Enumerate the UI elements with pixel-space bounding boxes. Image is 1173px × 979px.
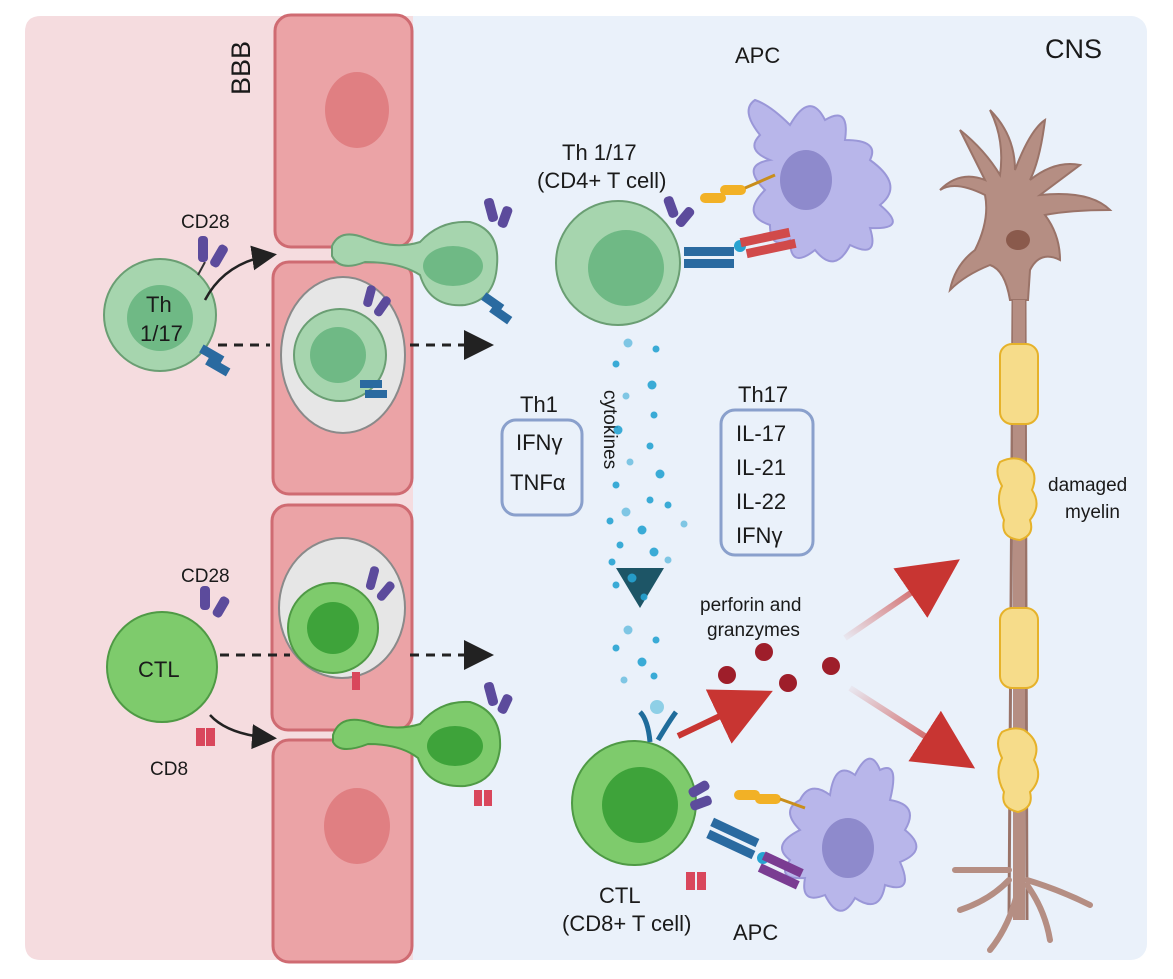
cytokine-dot	[640, 593, 648, 601]
cytokine-dot	[612, 644, 620, 652]
cytokine-dot	[646, 496, 654, 504]
left-th-cell	[103, 236, 231, 377]
ctl-to-perforin-arrow	[676, 689, 773, 744]
th17-item-1: IL-17	[736, 421, 786, 446]
cns-th-nucleus	[588, 230, 664, 306]
th1-cytokine-box	[500, 418, 584, 517]
cytokine-dot	[650, 672, 658, 680]
cns-th-title: Th 1/17	[562, 140, 637, 165]
left-ctl-cell	[106, 586, 230, 746]
damaged-myelin-label-1: damaged	[1048, 475, 1127, 496]
cytokine-dot	[621, 507, 631, 517]
th17-cytokine-box	[719, 408, 815, 557]
vacuole-th-receptors	[360, 285, 391, 398]
cytokine-dot	[612, 581, 620, 589]
cytokine-dot	[647, 380, 657, 390]
cytokine-dot	[616, 541, 624, 549]
cns-th-subtitle: (CD4+ T cell)	[537, 168, 666, 193]
cd28-label-top: CD28	[181, 212, 230, 233]
cytokine-dot	[646, 442, 654, 450]
cytokine-dot	[650, 411, 658, 419]
vacuole-ctl-receptors	[352, 566, 395, 690]
cytokine-dots	[606, 338, 688, 684]
cytokine-dot	[652, 345, 660, 353]
apc-bottom-nucleus	[822, 818, 874, 878]
migrating-ctl-cell	[332, 682, 513, 806]
damaged-myelin-label-2: myelin	[1065, 502, 1120, 523]
th1-item-1: IFNγ	[516, 430, 562, 455]
th17-item-3: IL-22	[736, 489, 786, 514]
th-extravasation-arrow	[203, 245, 277, 301]
cytokine-dot	[613, 425, 623, 435]
cytokine-dot	[620, 676, 628, 684]
cytokine-dot	[652, 636, 660, 644]
cytokine-dot	[664, 556, 672, 564]
th17-item-2: IL-21	[736, 455, 786, 480]
perforin-to-myelin-arrow-1	[843, 559, 960, 641]
perforin-label-line2: granzymes	[707, 620, 800, 641]
apc-label-bottom: APC	[733, 920, 778, 945]
cytokine-dot	[649, 547, 659, 557]
migrating-th-cell	[331, 198, 513, 325]
cytokine-dot	[608, 558, 616, 566]
endothelial-cell-3	[270, 503, 414, 732]
th17-item-4: IFNγ	[736, 523, 782, 548]
cytokines-label: cytokines	[599, 390, 620, 469]
apc-label-top: APC	[735, 43, 780, 68]
cytokine-dot	[622, 392, 630, 400]
cytokine-dot	[606, 517, 614, 525]
ctl-cell-label: CTL	[138, 657, 180, 682]
th1-item-2: TNFα	[510, 470, 566, 495]
endothelial-cell-2	[271, 260, 414, 496]
bbb-label: BBB	[226, 41, 256, 95]
endothelial-cell-1	[273, 13, 414, 249]
th1-title: Th1	[520, 392, 558, 417]
endothelial-cell-4	[271, 738, 414, 964]
cytokine-dot	[655, 469, 665, 479]
th-apc-synapse	[663, 173, 797, 268]
cns-ctl-title: CTL	[599, 883, 641, 908]
cytokine-dot	[623, 338, 633, 348]
cd28-label-bottom: CD28	[181, 566, 230, 587]
cns-label: CNS	[1045, 34, 1102, 64]
th-cell-label-line2: 1/17	[140, 321, 183, 346]
perforin-label-line1: perforin and	[700, 595, 801, 616]
perforin-granules	[718, 643, 840, 692]
cytokine-dot	[664, 501, 672, 509]
cns-ctl-nucleus	[602, 767, 678, 843]
myelin-sheaths	[999, 343, 1039, 689]
th-cell-label-line1: Th	[146, 292, 172, 317]
cd8-label: CD8	[150, 759, 188, 780]
cytokine-dot	[626, 458, 634, 466]
cytokine-dot	[637, 525, 647, 535]
cytokine-dot	[612, 360, 620, 368]
cytokine-dot	[680, 520, 688, 528]
perforin-to-myelin-arrow-2	[848, 685, 976, 769]
damaged-myelin	[996, 457, 1040, 814]
cytokine-dot	[627, 573, 637, 583]
cytokine-dot	[612, 481, 620, 489]
cns-ctl-subtitle: (CD8+ T cell)	[562, 911, 691, 936]
cytokine-dot	[637, 657, 647, 667]
cytokine-dot	[623, 625, 633, 635]
th17-title: Th17	[738, 382, 788, 407]
ctl-apc-synapse	[638, 700, 806, 890]
ctl-extravasation-arrow	[209, 714, 277, 750]
apc-top-nucleus	[780, 150, 832, 210]
